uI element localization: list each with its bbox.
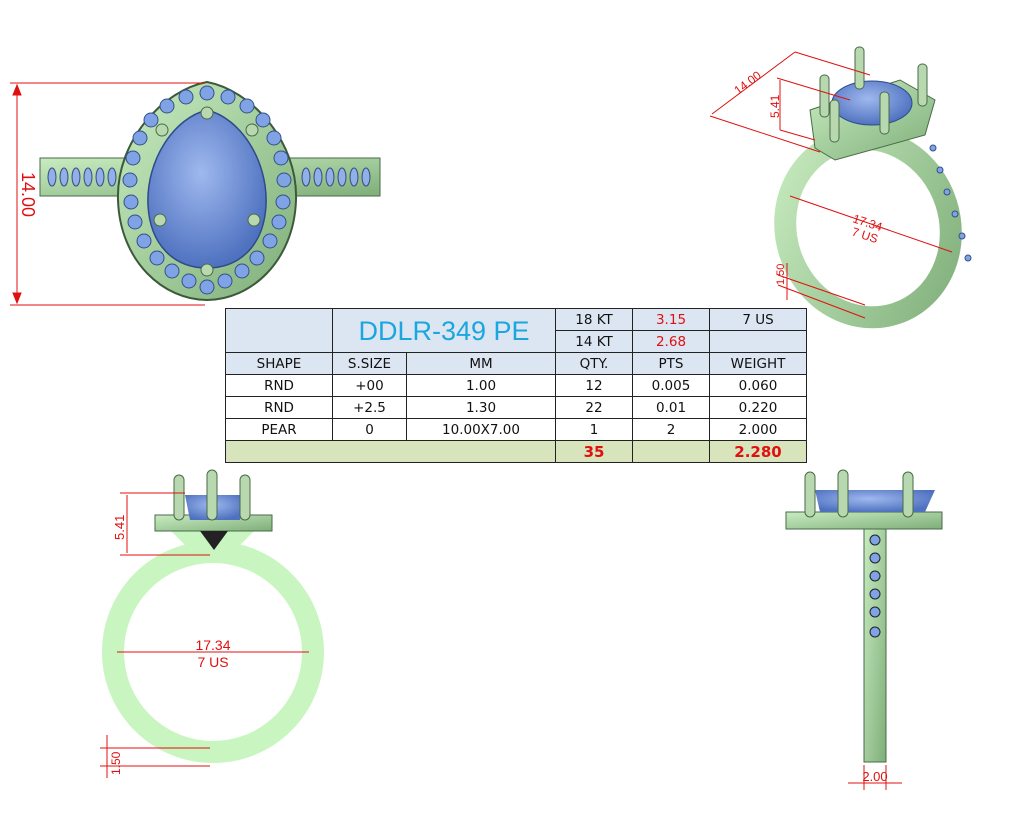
cell: PEAR (225, 418, 333, 441)
perspective-view: 14.00 5.41 17.34 7 US 1.50 (709, 46, 972, 329)
blank-cell (225, 440, 556, 463)
blank-cell (632, 440, 710, 463)
total-row: 35 2.280 (225, 440, 807, 463)
persp-thickness-label: 1.50 (775, 264, 787, 285)
cell: 1 (555, 418, 633, 441)
col-header: QTY. (555, 352, 633, 375)
total-weight: 2.280 (709, 440, 807, 463)
spec-table: DDLR-349 PE 18 KT 3.15 7 US 14 KT 2.68 S… (225, 308, 807, 463)
cell: 1.00 (406, 374, 556, 397)
top-length-label: 14.00 (18, 172, 38, 217)
side-view: 5.41 17.34 7 US 1.50 (100, 469, 324, 778)
cell: 1.30 (406, 396, 556, 419)
front-width-label: 2.00 (862, 769, 887, 784)
persp-height-label: 5.41 (768, 94, 782, 118)
col-header: MM (406, 352, 556, 375)
side-size-label: 7 US (197, 654, 228, 670)
cell: RND (225, 396, 333, 419)
cell: 12 (555, 374, 633, 397)
cell: RND (225, 374, 333, 397)
blank-cell (225, 308, 333, 353)
side-diameter-label: 17.34 (195, 637, 230, 653)
col-header: PTS (632, 352, 710, 375)
weight-18kt: 3.15 (632, 308, 710, 331)
cell: +00 (332, 374, 407, 397)
cell: 0.060 (709, 374, 807, 397)
top-view: 14.00 (10, 80, 381, 306)
table-header-row: SHAPE S.SIZE MM QTY. PTS WEIGHT (225, 352, 807, 375)
total-qty: 35 (555, 440, 633, 463)
cell: 0.220 (709, 396, 807, 419)
stone-persp (831, 80, 913, 126)
col-header: SHAPE (225, 352, 333, 375)
col-header: WEIGHT (709, 352, 807, 375)
col-header: S.SIZE (332, 352, 407, 375)
cell: 0 (332, 418, 407, 441)
side-thickness-label: 1.50 (109, 751, 123, 775)
cell: 10.00X7.00 (406, 418, 556, 441)
persp-length-label: 14.00 (731, 68, 764, 97)
karat-14: 14 KT (555, 330, 633, 353)
cell: 2 (632, 418, 710, 441)
blank-cell (709, 330, 807, 353)
cell: 0.005 (632, 374, 710, 397)
cell: +2.5 (332, 396, 407, 419)
ring-size: 7 US (709, 308, 807, 331)
front-view: 2.00 (785, 469, 943, 790)
cell: 22 (555, 396, 633, 419)
side-height-label: 5.41 (112, 515, 127, 540)
karat-18: 18 KT (555, 308, 633, 331)
cell: 2.000 (709, 418, 807, 441)
weight-14kt: 2.68 (632, 330, 710, 353)
cell: 0.01 (632, 396, 710, 419)
model-title: DDLR-349 PE (332, 308, 556, 353)
